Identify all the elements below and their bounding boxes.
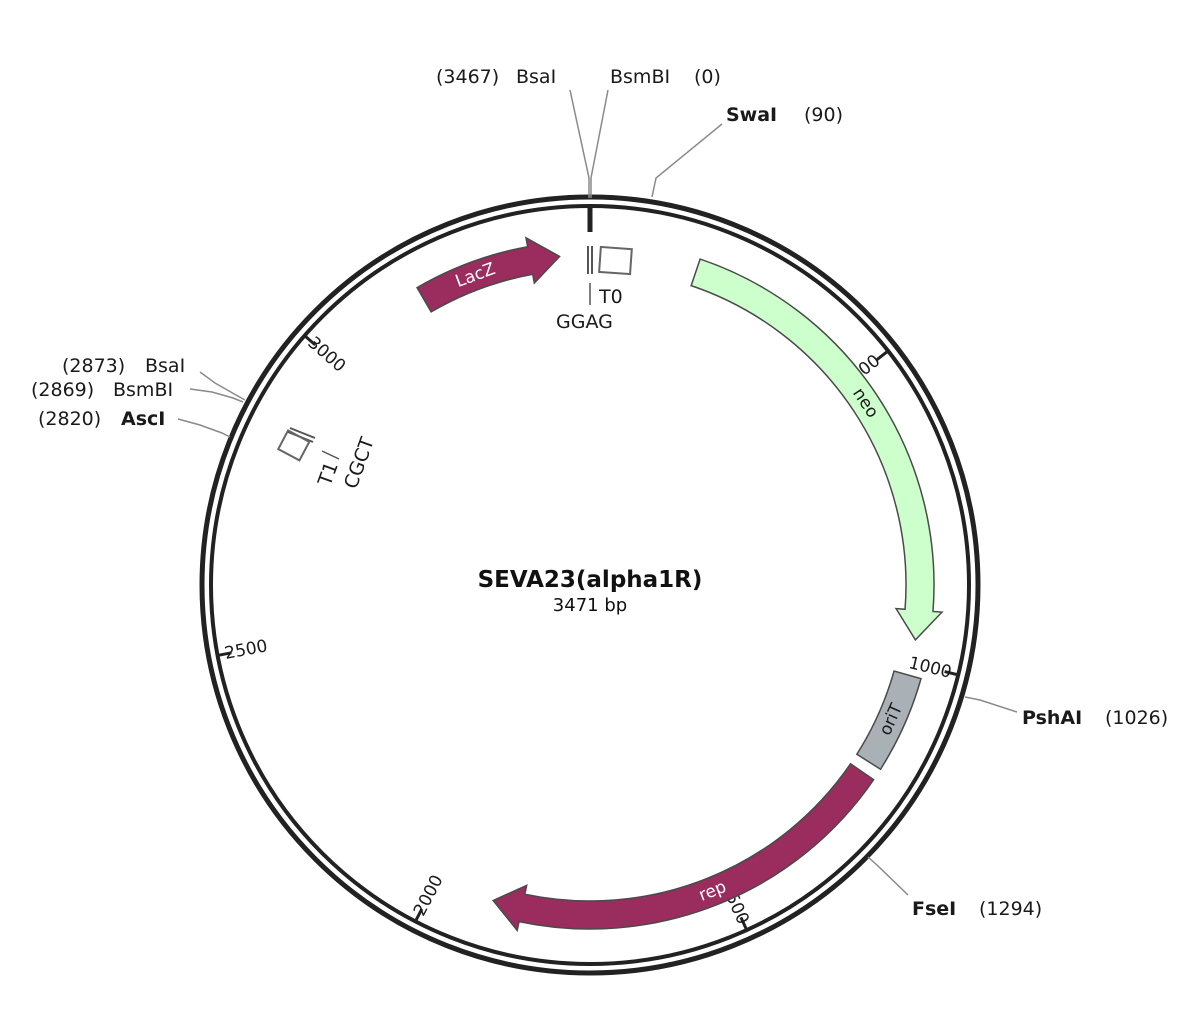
feature-rep-arc: [491, 762, 875, 933]
site-fsei-name: FseI: [912, 898, 956, 920]
feature-orit-arc: [855, 670, 922, 771]
leader-swai: [651, 123, 723, 198]
leader-bsmbi-2869: [189, 388, 244, 403]
t1-label: T1: [314, 459, 343, 490]
site-pshai-pos: (1026): [1105, 707, 1168, 729]
site-bsai-3467-name: BsaI: [516, 66, 556, 88]
feature-rep[interactable]: rep: [491, 762, 875, 933]
t0-box: [598, 245, 633, 276]
t0-label: T0: [598, 286, 623, 308]
leader-pshai: [964, 696, 1018, 713]
tick-2000: [414, 908, 424, 923]
leader-bsmbi-0: [590, 89, 609, 198]
site-pshai[interactable]: PshAI (1026): [1022, 707, 1168, 729]
site-bsai-3467-pos: (3467): [436, 66, 499, 88]
tick-3000: [303, 334, 317, 346]
leader-fsei: [867, 856, 909, 896]
t0-seq-label: GGAG: [556, 311, 613, 333]
feature-neo-arc: [690, 258, 944, 642]
site-bsmbi-2869-pos: (2869): [31, 379, 94, 401]
tick-label-2500: 2500: [223, 636, 269, 664]
t1-seq-label: CGCT: [340, 434, 379, 492]
t1-mark-1: [289, 427, 316, 439]
tick-2500: [217, 651, 232, 657]
site-swai-pos: (90): [804, 104, 843, 126]
feature-lacz-arc: [416, 236, 561, 313]
site-fsei[interactable]: FseI (1294): [912, 898, 1042, 920]
t1-box: [276, 429, 311, 462]
site-asci[interactable]: (2820) AscI: [38, 408, 165, 430]
tick-1000: [944, 670, 959, 677]
site-swai-name: SwaI: [726, 104, 777, 126]
site-bsmbi-2869[interactable]: (2869) BsmBI: [31, 379, 173, 401]
leader-bsai-3467: [569, 89, 590, 198]
terminator-t0[interactable]: T0 GGAG: [556, 245, 633, 333]
feature-lacz[interactable]: LacZ: [416, 236, 561, 313]
site-asci-pos: (2820): [38, 408, 101, 430]
site-swai[interactable]: SwaI (90): [726, 104, 843, 126]
leader-bsai-2873: [199, 371, 246, 401]
backbone-outer-ring: [199, 194, 981, 976]
terminator-t1[interactable]: T1 CGCT: [276, 427, 379, 492]
site-leaders: [177, 89, 1018, 896]
t1-leader: [321, 450, 340, 460]
site-bsai-2873[interactable]: (2873) BsaI: [62, 355, 185, 377]
site-pshai-name: PshAI: [1022, 707, 1082, 729]
site-bsai-2873-pos: (2873): [62, 355, 125, 377]
plasmid-length: 3471 bp: [553, 595, 627, 616]
site-bsmbi-0-name: BsmBI: [610, 66, 670, 88]
site-labels: (3467) BsaI BsmBI (0) SwaI (90) PshAI (1…: [31, 66, 1168, 920]
site-bsai-3467[interactable]: (3467) BsaI: [436, 66, 556, 88]
feature-orit[interactable]: oriT: [855, 670, 922, 771]
tick-500: [876, 349, 890, 361]
tick-label-2000: 2000: [410, 872, 448, 920]
leader-asci: [177, 418, 231, 438]
site-bsai-2873-name: BsaI: [145, 355, 185, 377]
site-fsei-pos: (1294): [979, 898, 1042, 920]
tick-1500: [739, 916, 749, 931]
site-bsmbi-0-pos: (0): [694, 66, 721, 88]
tick-label-3000: 3000: [304, 333, 350, 377]
site-bsmbi-0[interactable]: BsmBI (0): [610, 66, 721, 88]
feature-neo[interactable]: neo: [690, 258, 944, 642]
site-bsmbi-2869-name: BsmBI: [113, 379, 173, 401]
plasmid-name: SEVA23(alpha1R): [478, 567, 703, 593]
site-asci-name: AscI: [121, 408, 165, 430]
